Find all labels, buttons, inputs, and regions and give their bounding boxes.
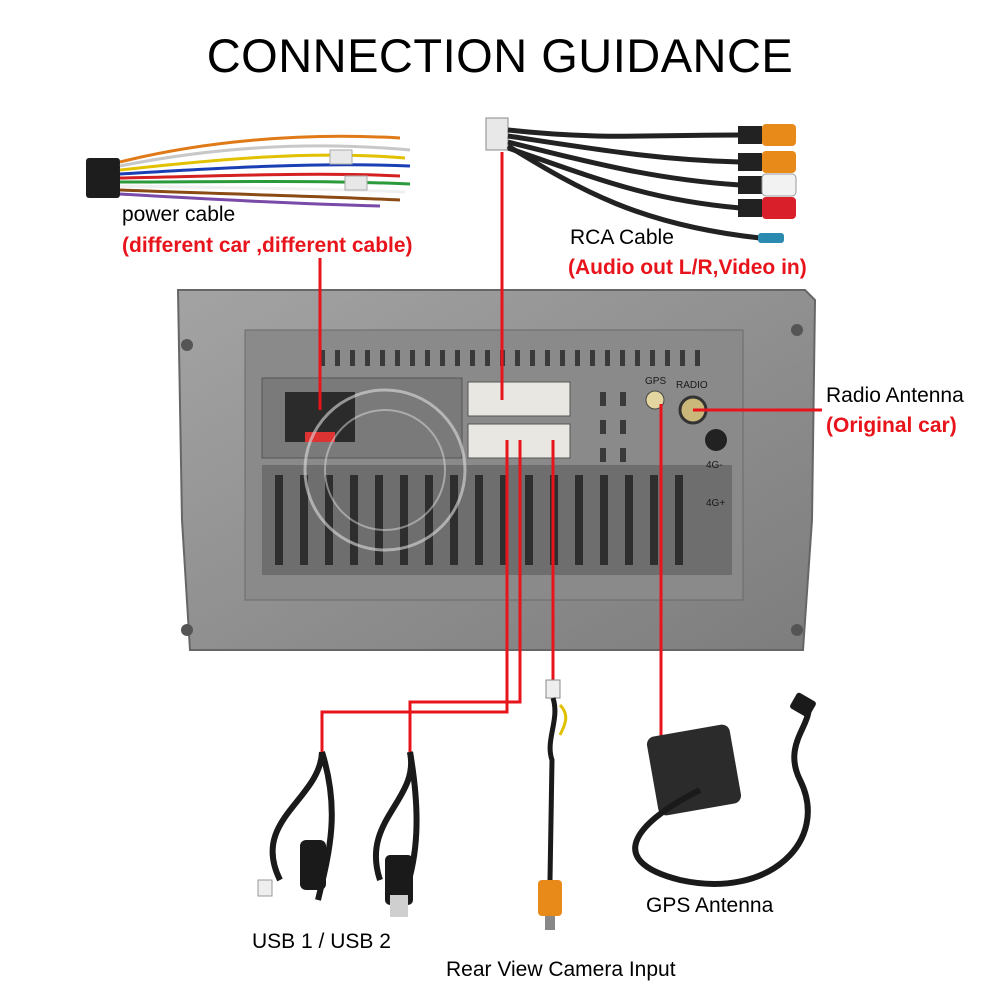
rca-plug-orange-1 [738,124,796,146]
port-4g-minus [705,429,727,451]
rca-cable-label: RCA Cable [570,226,674,249]
leader-usb-2 [408,440,522,762]
power-cable-note: (different car ,different cable) [122,234,413,257]
rca-cable-note: (Audio out L/R,Video in) [568,256,807,279]
rca-connector-socket [467,381,571,417]
gps-antenna-label: GPS Antenna [646,894,774,917]
rca-plug-orange-2 [738,151,796,173]
rca-plug-red [738,197,796,219]
rca-plug-orange-camera [538,880,562,916]
gps-antenna [632,692,816,887]
port-4g-plus-marking: 4G+ [706,498,725,509]
gps-marking: GPS [645,376,666,387]
leader-lines [318,152,822,762]
usb-label: USB 1 / USB 2 [252,930,391,953]
page-title: CONNECTION GUIDANCE [206,29,794,82]
rca-plug-white [738,173,797,197]
radio-marking: RADIO [676,380,708,391]
rear-camera-cable [538,679,568,930]
leader-usb-1 [320,440,509,762]
power-cable-label: power cable [122,203,236,226]
rear-camera-label: Rear View Camera Input [446,958,676,981]
radio-antenna-note: (Original car) [826,414,957,437]
rca-cable-harness [485,117,797,243]
usb-cables [257,751,420,917]
power-cable-harness [86,134,411,208]
port-4g-minus-marking: 4G- [706,460,723,471]
usb-plug [385,855,413,905]
radio-antenna-label: Radio Antenna [826,384,964,407]
